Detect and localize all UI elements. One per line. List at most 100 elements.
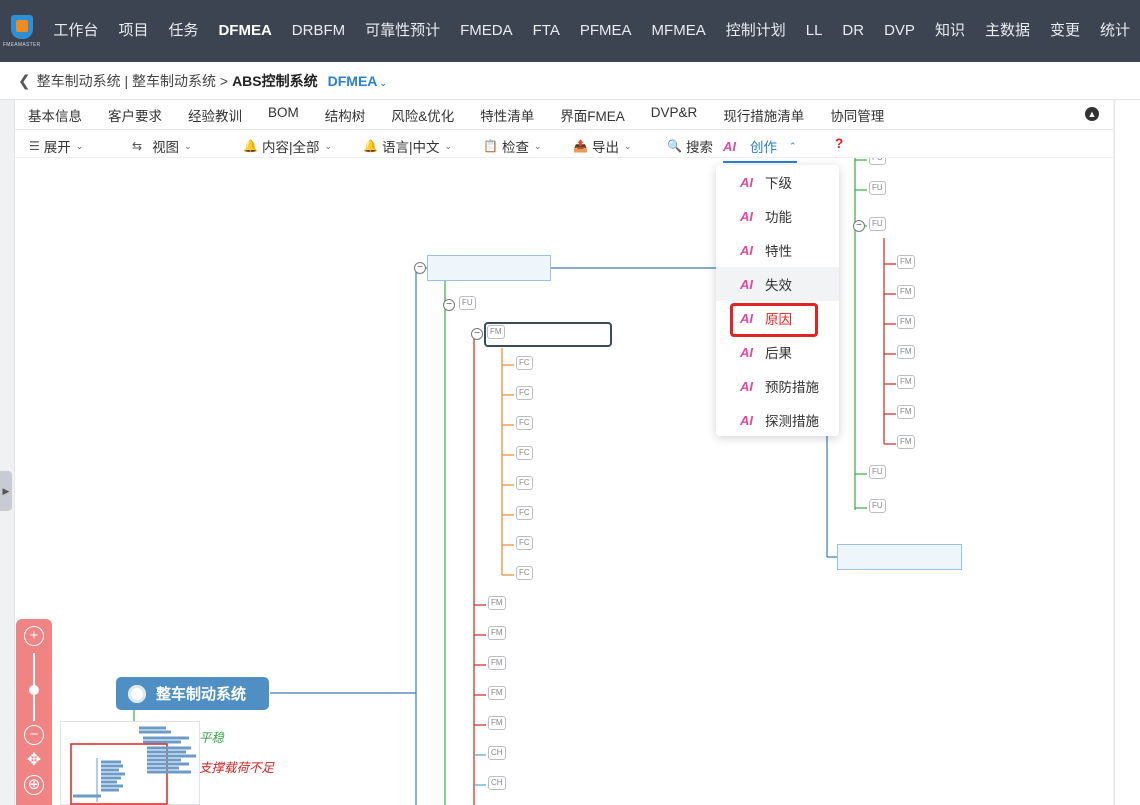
nav-item[interactable]: DVP [884,22,915,39]
failure-mode-node[interactable]: FM [488,656,512,670]
failure-mode-node[interactable]: FM [487,325,511,339]
failure-cause-node[interactable]: FC [516,416,539,430]
mode-dropdown[interactable]: DFMEA⌄ [328,73,387,89]
failure-mode-node[interactable]: FM [897,345,921,359]
nav-item[interactable]: FTA [532,22,560,39]
nav-item[interactable]: 统计 [1099,22,1130,39]
characteristic-node[interactable]: CH [488,776,512,790]
tab-item[interactable]: 经验教训 [188,108,242,124]
collapse-toggle-icon[interactable]: − [443,299,455,311]
tab-item[interactable]: 客户要求 [108,108,162,124]
failure-cause-node[interactable]: FC [516,566,539,580]
function-node[interactable]: FU [869,499,892,513]
chevron-down-icon: ⌄ [75,140,84,151]
function-node[interactable]: FU [869,158,892,165]
tab-item[interactable]: 特性清单 [480,108,535,124]
help-button[interactable]: ? [835,136,843,151]
failure-cause-node[interactable]: FC [516,476,539,490]
minimap-preview [70,726,196,805]
failure-mode-node[interactable]: FM [897,255,921,269]
nav-item[interactable]: 任务 [168,22,199,39]
failure-mode-node[interactable]: FM [897,285,921,299]
failure-mode-node[interactable]: FM [897,405,921,419]
zoom-in-icon[interactable]: + [24,626,44,646]
nav-item[interactable]: 变更 [1049,22,1080,39]
expand-button[interactable]: ☰展开⌄ [29,136,83,156]
zoom-out-icon[interactable]: − [24,725,44,745]
root-node[interactable]: 整车制动系统 [116,677,269,710]
tab-item[interactable]: 现行措施清单 [723,108,805,124]
nav-item[interactable]: 工作台 [53,22,99,39]
failure-mode-node[interactable]: FM [488,716,512,730]
failure-mode-node[interactable]: FM [488,596,512,610]
chevron-down-icon: ⌄ [533,140,542,151]
tab-item[interactable]: 界面FMEA [560,108,625,124]
minimap[interactable] [60,721,200,805]
nav-item[interactable]: LL [805,22,823,39]
nav-item[interactable]: DFMEA [218,22,272,39]
function-node[interactable]: FU [869,217,892,231]
nav-item[interactable]: PFMEA [579,22,632,39]
function-node[interactable]: FU [869,181,892,195]
failure-mode-node[interactable]: FM [897,315,921,329]
nav-item[interactable]: 主数据 [984,22,1030,39]
tab-item[interactable]: BOM [268,104,299,120]
nav-item[interactable]: 知识 [934,22,965,39]
characteristic-node[interactable]: CH [488,746,512,760]
abs-unit-node[interactable] [837,544,962,570]
tab-item[interactable]: 风险&优化 [391,108,455,124]
function-node[interactable]: FU [869,465,892,479]
app-logo[interactable]: FMEAMASTER [0,0,43,62]
breadcrumb-path[interactable]: 整车制动系统 | 整车制动系统 > [36,72,229,89]
left-panel-toggle[interactable]: ▶ [0,471,12,511]
back-chevron-icon[interactable]: ❮ [18,72,31,90]
check-button[interactable]: 📋检查⌄ [483,136,542,156]
nav-item[interactable]: 可靠性预计 [365,22,441,39]
abs-system-node[interactable] [427,255,551,281]
view-button[interactable]: ⇆视图⌄ [132,136,192,156]
nav-item[interactable]: 控制计划 [725,22,786,39]
failure-cause-node[interactable]: FC [516,536,539,550]
nav-item[interactable]: DR [842,22,865,39]
zoom-slider-knob[interactable] [29,685,39,695]
failure-mode-node[interactable]: FM [488,626,512,640]
failure-cause-node[interactable]: FC [516,506,539,520]
nav-item[interactable]: MFMEA [651,22,706,39]
failure-cause-node[interactable]: FC [516,446,539,460]
tab-item[interactable]: DVP&R [650,104,698,120]
node-type-tag: FM [488,716,506,730]
failure-cause-node[interactable]: FC [516,356,539,370]
fit-view-icon[interactable]: ⊕ [24,775,44,795]
failure-mode-node[interactable]: FM [488,686,512,700]
tab-item[interactable]: 协同管理 [830,108,885,124]
function-node[interactable]: FU [459,296,482,310]
collapse-toggle-icon[interactable]: − [853,220,865,232]
search-button[interactable]: 🔍搜索 [667,136,713,156]
export-button[interactable]: 📤导出⌄ [573,136,632,156]
tab-item[interactable]: 结构树 [324,108,366,124]
nav-item[interactable]: FMEDA [460,22,513,39]
collapse-toggle-icon[interactable]: − [471,328,483,340]
move-icon[interactable]: ✥ [26,750,42,769]
tab-item[interactable]: 基本信息 [28,108,82,124]
failure-cause-node[interactable]: FC [516,386,539,400]
content-filter-button[interactable]: 🔔内容|全部⌄ [243,136,332,156]
failure-mode-node[interactable]: FM [897,435,921,449]
nav-item[interactable]: DRBFM [291,22,346,39]
nav-item[interactable]: 项目 [118,22,149,39]
failure-mode-node[interactable]: FM [897,375,921,389]
collapse-up-icon[interactable]: ▲ [1085,107,1099,121]
collapse-toggle-icon[interactable]: − [414,262,426,274]
node-type-tag: FM [897,285,915,299]
language-button[interactable]: 🔔语言|中文⌄ [363,136,452,156]
